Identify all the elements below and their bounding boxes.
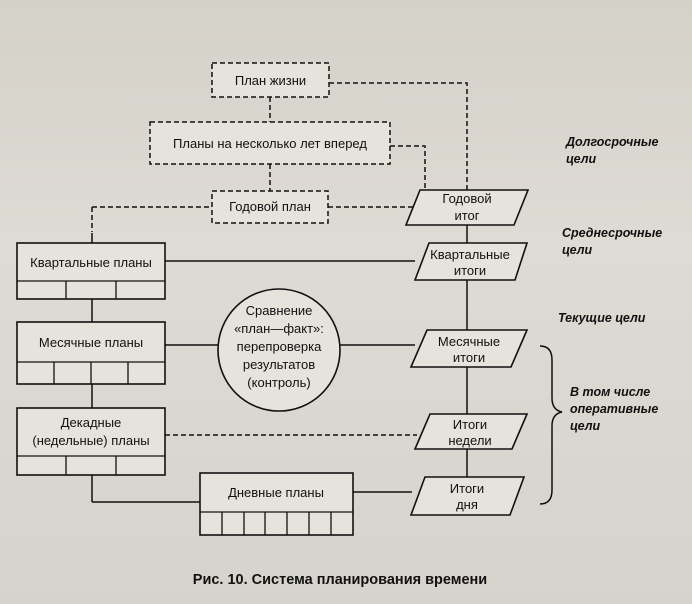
label-midterm-1: Среднесрочные bbox=[562, 226, 662, 240]
box-daily-plans-label: Дневные планы bbox=[228, 485, 324, 500]
box-multi-year-label: Планы на несколько лет вперед bbox=[173, 136, 367, 151]
box-decade-plans: Декадные (недельные) планы bbox=[16, 407, 166, 476]
box-decade-plans-label-2: (недельные) планы bbox=[32, 433, 149, 448]
control-line-1: Сравнение bbox=[246, 303, 313, 318]
result-daily-line-2: дня bbox=[456, 497, 478, 512]
result-daily-line-1: Итоги bbox=[450, 481, 484, 496]
result-weekly: Итоги недели bbox=[413, 413, 529, 450]
label-operative-3: цели bbox=[570, 419, 600, 433]
figure-caption: Рис. 10. Система планирования времени bbox=[193, 572, 487, 588]
result-weekly-line-2: недели bbox=[448, 433, 491, 448]
box-monthly-plans-label: Месячные планы bbox=[39, 335, 143, 350]
box-quarterly-plans-label: Квартальные планы bbox=[30, 255, 152, 270]
label-midterm-2: цели bbox=[562, 243, 592, 257]
dashed-connectors bbox=[91, 82, 468, 436]
control-line-5: (контроль) bbox=[247, 375, 310, 390]
label-operative-1: В том числе bbox=[570, 385, 650, 399]
control-line-3: перепроверка bbox=[237, 339, 322, 354]
box-life-plan-label: План жизни bbox=[235, 73, 306, 88]
result-quarterly: Квартальные итоги bbox=[413, 242, 529, 281]
result-quarterly-line-2: итоги bbox=[454, 263, 486, 278]
label-longterm-1: Долгосрочные bbox=[565, 135, 659, 149]
box-annual-plan: Годовой план bbox=[211, 190, 329, 224]
box-annual-plan-label: Годовой план bbox=[229, 199, 311, 214]
label-operative-2: оперативные bbox=[570, 402, 658, 416]
box-monthly-plans: Месячные планы bbox=[16, 321, 166, 385]
result-weekly-line-1: Итоги bbox=[453, 417, 487, 432]
box-daily-plans: Дневные планы bbox=[199, 472, 354, 536]
box-multi-year: Планы на несколько лет вперед bbox=[149, 121, 391, 165]
result-annual-line-2: итог bbox=[454, 208, 479, 223]
box-life-plan: План жизни bbox=[211, 62, 330, 98]
control-line-2: «план—факт»: bbox=[234, 321, 324, 336]
label-longterm-2: цели bbox=[566, 152, 596, 166]
operative-brace bbox=[539, 345, 563, 505]
control-line-4: результатов bbox=[243, 357, 315, 372]
box-quarterly-plans: Квартальные планы bbox=[16, 242, 166, 300]
result-annual-line-1: Годовой bbox=[442, 191, 491, 206]
result-quarterly-line-1: Квартальные bbox=[430, 247, 510, 262]
result-monthly-line-1: Месячные bbox=[438, 334, 500, 349]
result-daily: Итоги дня bbox=[409, 476, 526, 516]
label-current: Текущие цели bbox=[558, 311, 646, 325]
control-circle: Сравнение «план—факт»: перепроверка резу… bbox=[217, 288, 341, 412]
result-annual: Годовой итог bbox=[404, 189, 530, 226]
result-monthly: Месячные итоги bbox=[409, 329, 529, 368]
side-labels: Долгосрочные цели Среднесрочные цели Тек… bbox=[558, 135, 662, 433]
result-monthly-line-2: итоги bbox=[453, 350, 485, 365]
box-decade-plans-label-1: Декадные bbox=[61, 415, 122, 430]
